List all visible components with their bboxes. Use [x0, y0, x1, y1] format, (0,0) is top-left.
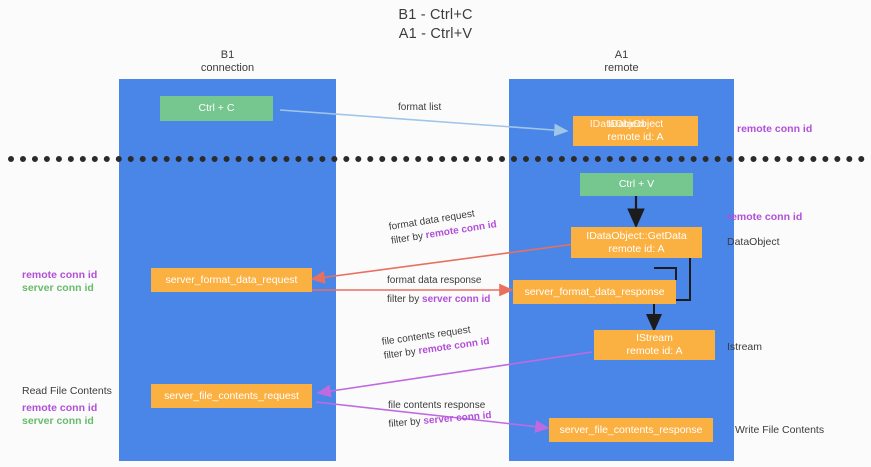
phase-separator [8, 156, 865, 162]
title-line-2: A1 - Ctrl+V [398, 26, 473, 42]
title-line-1: B1 - Ctrl+C [398, 7, 473, 23]
box-idataobject-sub: remote id: A [607, 131, 664, 143]
flow-format-data-response-line1: format data response [387, 275, 482, 286]
box-server-format-data-request-label: server_format_data_request [165, 273, 298, 286]
box-server-format-data-response-label: server_format_data_response [524, 285, 665, 298]
box-ctrl-v[interactable]: Ctrl + V [580, 173, 693, 196]
box-ctrl-c[interactable]: Ctrl + C [160, 96, 273, 121]
flow-format-data-response-line2: filter by server conn id [387, 293, 490, 307]
flow-format-data-response-prefix: filter by [387, 294, 423, 305]
column-b1-name: B1 [220, 49, 235, 61]
flow-format-data-response-highlight: server conn id [422, 294, 491, 305]
box-server-format-data-request[interactable]: server_format_data_request [151, 268, 312, 292]
right-label-remote-conn-id-1: remote conn id [737, 123, 813, 135]
box-server-file-contents-response[interactable]: server_file_contents_response [549, 418, 713, 442]
flow-format-list-line1: format list [398, 102, 442, 113]
box-server-file-contents-request[interactable]: server_file_contents_request [151, 384, 312, 408]
flow-label-file-contents-request: file contents request filter by remote c… [381, 321, 491, 364]
flow-label-format-data-request: format data request filter by remote con… [388, 204, 498, 248]
box-server-format-data-response[interactable]: server_format_data_response [513, 280, 676, 304]
left-legend-server-conn-id-2: server conn id [22, 415, 94, 427]
right-label-write-file-contents: Write File Contents [735, 424, 825, 436]
flow-file-contents-response-line1: file contents response [388, 400, 486, 411]
flow-file-contents-request-prefix: filter by [383, 345, 420, 362]
diagram-title: B1 - Ctrl+C A1 - Ctrl+V [0, 6, 871, 44]
left-legend-server-conn-id-1: server conn id [22, 282, 94, 294]
box-istream-label: IStream [636, 332, 673, 344]
box-ctrl-v-label: Ctrl + V [618, 178, 655, 190]
column-a1-role: remote [604, 62, 639, 74]
column-header-b1: B1 connection [119, 49, 336, 75]
box-server-file-contents-request-label: server_file_contents_request [164, 389, 299, 402]
column-header-a1: A1 remote [509, 49, 734, 75]
box-ctrl-c-label: Ctrl + C [198, 102, 235, 114]
left-legend-group-2: remote conn id server conn id [22, 402, 97, 428]
box-idataobject-getdata[interactable]: IDataObject::GetData remote id: A [571, 227, 702, 258]
right-label-istream: Istream [727, 341, 763, 353]
box-getdata-sub: remote id: A [608, 242, 665, 255]
right-label-remote-conn-id-2: remote conn id [727, 211, 803, 223]
right-label-dataobject: DataObject [727, 236, 780, 248]
box-idataobject-ghost-label: IDataObject [589, 118, 646, 130]
box-idataobject-label: IDataObject IDataObject [589, 118, 664, 130]
box-getdata-label: IDataObject::GetData [586, 229, 687, 242]
flow-label-file-contents-response: file contents response filter by server … [388, 399, 492, 432]
box-idataobject[interactable]: IDataObject IDataObject remote id: A [573, 116, 698, 146]
box-istream-sub: remote id: A [626, 345, 683, 357]
box-server-file-contents-response-label: server_file_contents_response [559, 423, 703, 436]
flow-label-format-data-response: format data response filter by server co… [387, 274, 490, 307]
box-istream[interactable]: IStream remote id: A [594, 330, 715, 360]
left-legend-group-1: remote conn id server conn id [22, 269, 97, 295]
flow-label-format-list: format list [398, 101, 441, 115]
left-legend-remote-conn-id-2: remote conn id [22, 402, 98, 414]
left-legend-remote-conn-id-1: remote conn id [22, 269, 98, 281]
column-a1-name: A1 [614, 49, 629, 61]
flow-file-contents-response-prefix: filter by [388, 415, 424, 430]
column-b1-role: connection [200, 62, 255, 74]
left-label-read-file-contents: Read File Contents [22, 385, 112, 397]
